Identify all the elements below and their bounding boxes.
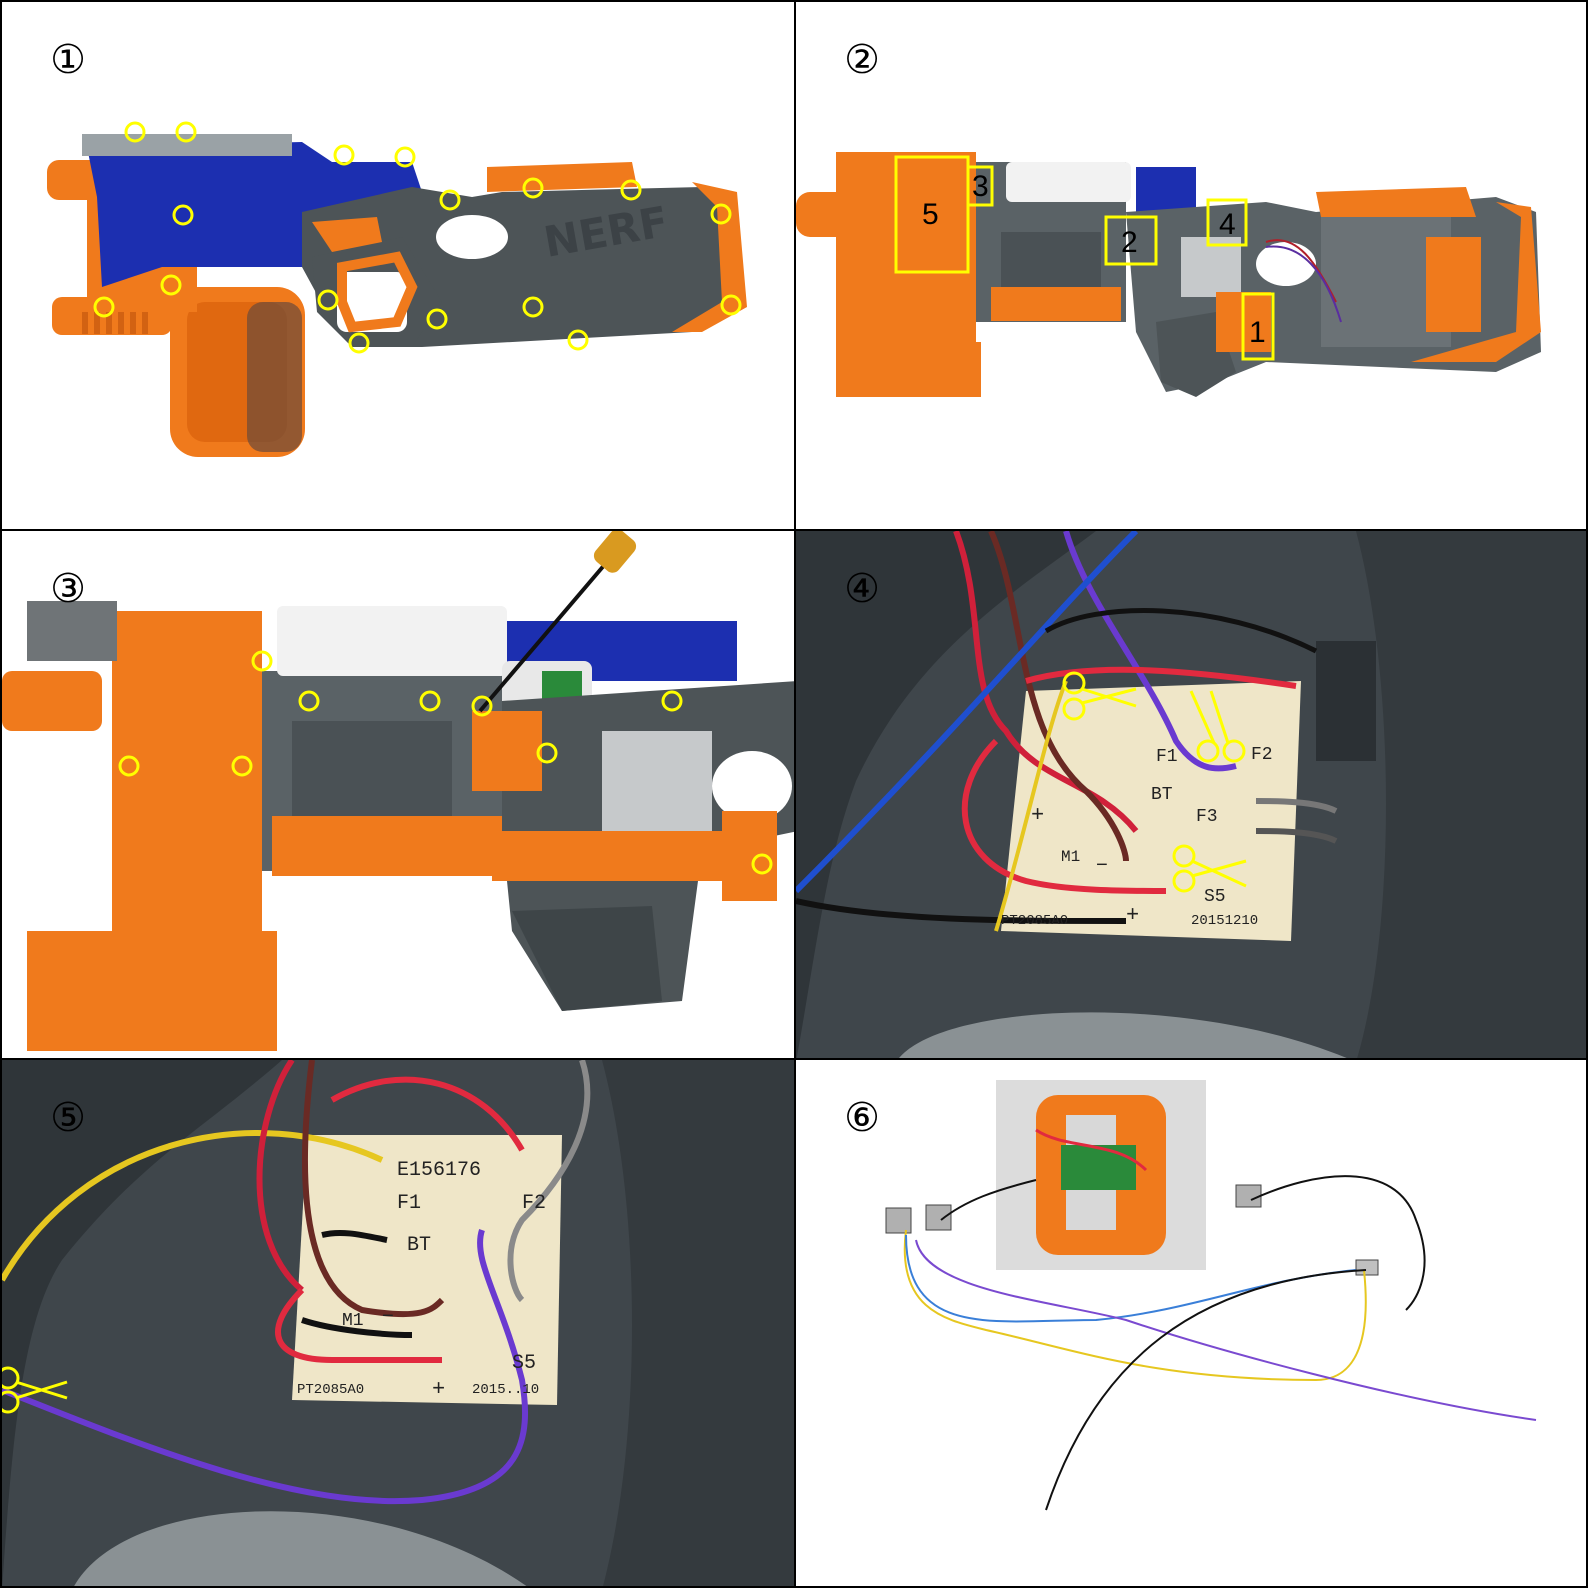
pcb-label-bt: BT (407, 1234, 431, 1257)
step-6-panel: ⑥ (794, 1058, 1588, 1588)
box-label-3: 3 (972, 170, 989, 203)
pcb-label-f2: F2 (1251, 745, 1273, 765)
scissors-icon (1189, 690, 1246, 763)
step-number: ⑥ (844, 1095, 880, 1141)
pcb-label-f2: F2 (522, 1192, 546, 1215)
step-number: ② (844, 37, 880, 83)
pcb-date: 2015..10 (472, 1382, 539, 1398)
pcb-id: PT2085A0 (1001, 913, 1068, 929)
step-number: ④ (844, 566, 880, 612)
step-6-removed-parts-photo (885, 1080, 1537, 1511)
scissors-icon (2, 1366, 68, 1414)
step-2-open-shell-photo: 5 3 2 4 1 (796, 152, 1541, 397)
scissors-icon (1062, 671, 1137, 721)
box-label-4: 4 (1219, 208, 1236, 241)
box-label-2: 2 (1121, 226, 1138, 259)
pcb-label-f1: F1 (397, 1192, 421, 1215)
box-label-1: 1 (1249, 316, 1266, 349)
pcb-label-bt: BT (1151, 785, 1173, 805)
step-1-blaster-photo: NERF (47, 121, 747, 457)
step-2-panel: 5 3 2 4 1 ② (794, 0, 1588, 531)
step-4-pcb-closeup-photo: F1 F2 BT F3 M1 − + + S5 PT2085A0 2015121… (796, 531, 1586, 1058)
pcb-label-f1: F1 (1156, 747, 1178, 767)
step-3-closeup-photo (2, 531, 794, 1051)
pcb-label-m1: M1 (1061, 848, 1080, 866)
step-number: ① (50, 37, 86, 83)
scissors-icon (1172, 844, 1247, 893)
pcb-label-plus: + (432, 1377, 445, 1402)
step-4-panel: F1 F2 BT F3 M1 − + + S5 PT2085A0 2015121… (794, 529, 1588, 1060)
pcb-label-minus: − (382, 1306, 394, 1329)
pcb-id: PT2085A0 (297, 1382, 364, 1398)
pcb-label-s5: S5 (512, 1352, 536, 1375)
step-1-panel: NERF ① (0, 0, 796, 531)
box-label-5: 5 (922, 198, 939, 231)
pcb-label-m1: M1 (342, 1311, 364, 1331)
step-number: ⑤ (50, 1095, 86, 1141)
pcb-label-plus-2: + (1126, 903, 1139, 928)
pcb-date: 20151210 (1191, 913, 1258, 929)
step-5-pcb-rewired-photo: E156176 F1 F2 BT M1 − + S5 PT2085A0 2015… (2, 1060, 794, 1586)
step-number: ③ (50, 566, 86, 612)
pcb-label-f3: F3 (1196, 807, 1218, 827)
pcb-code: E156176 (397, 1159, 481, 1182)
pcb-label-plus: + (1031, 803, 1044, 828)
pcb-label-minus: − (1096, 855, 1108, 878)
pcb-label-s5: S5 (1204, 887, 1226, 907)
step-5-panel: E156176 F1 F2 BT M1 − + S5 PT2085A0 2015… (0, 1058, 796, 1588)
step-3-panel: ③ (0, 529, 796, 1060)
